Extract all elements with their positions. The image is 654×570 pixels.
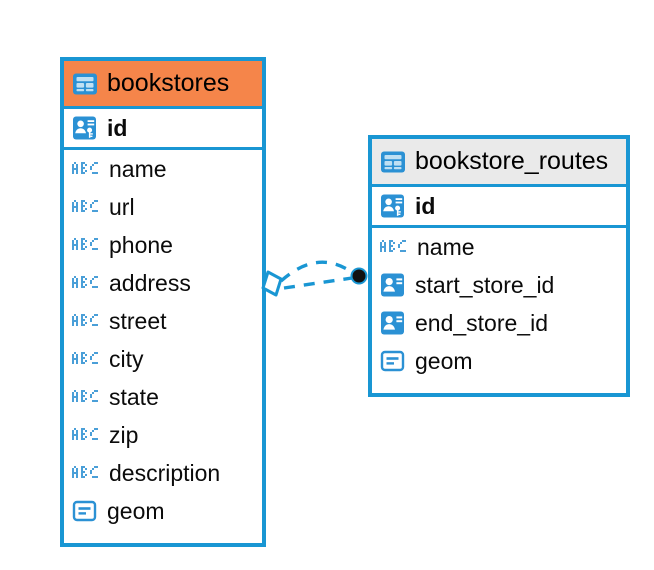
primary-key-group-bookstores: id — [64, 109, 262, 150]
geometry-type-icon — [72, 500, 97, 522]
field-row-start-store-id[interactable]: start_store_id — [372, 266, 626, 304]
field-row-street[interactable]: street — [64, 302, 262, 340]
field-label: street — [109, 307, 167, 334]
field-row-geom[interactable]: geom — [64, 492, 262, 530]
field-label: start_store_id — [415, 271, 555, 298]
field-label: description — [109, 459, 221, 486]
primary-key-icon — [73, 116, 96, 140]
field-label: address — [109, 269, 191, 296]
text-type-icon — [72, 238, 98, 250]
foreign-key-icon — [381, 273, 404, 297]
entity-title-bookstore-routes: bookstore_routes — [415, 147, 609, 175]
text-type-icon — [380, 240, 406, 252]
entity-header-bookstore-routes[interactable]: bookstore_routes — [372, 139, 626, 187]
entity-title-bookstores: bookstores — [107, 69, 230, 97]
field-row-end-store-id[interactable]: end_store_id — [372, 304, 626, 342]
filled-circle-marker — [352, 269, 366, 283]
foreign-key-icon — [381, 311, 404, 335]
field-label: state — [109, 383, 159, 410]
entity-header-bookstores[interactable]: bookstores — [64, 61, 262, 109]
field-row-description[interactable]: description — [64, 454, 262, 492]
field-list-bookstores: name url — [64, 150, 262, 530]
field-label: url — [109, 193, 135, 220]
field-row-name[interactable]: name — [64, 150, 262, 188]
field-row-name[interactable]: name — [372, 228, 626, 266]
field-row-state[interactable]: state — [64, 378, 262, 416]
field-row-id[interactable]: id — [372, 187, 626, 225]
field-label: name — [109, 155, 167, 182]
text-type-icon — [72, 390, 98, 402]
text-type-icon — [72, 276, 98, 288]
field-row-geom[interactable]: geom — [372, 342, 626, 380]
entity-bookstores[interactable]: bookstores id — [60, 57, 266, 547]
text-type-icon — [72, 200, 98, 212]
field-list-bookstore-routes: name start_store_id — [372, 228, 626, 380]
field-label: geom — [107, 497, 165, 524]
field-row-url[interactable]: url — [64, 188, 262, 226]
field-label: end_store_id — [415, 309, 548, 336]
field-label: phone — [109, 231, 173, 258]
primary-key-group-bookstore-routes: id — [372, 187, 626, 228]
field-label: geom — [415, 347, 473, 374]
field-row-zip[interactable]: zip — [64, 416, 262, 454]
text-type-icon — [72, 352, 98, 364]
filled-circle-marker-ring — [350, 267, 368, 285]
table-icon — [73, 73, 97, 94]
field-label: zip — [109, 421, 139, 448]
relationship-line-straight — [283, 276, 353, 290]
text-type-icon — [72, 466, 98, 478]
geometry-type-icon — [380, 350, 405, 372]
field-row-address[interactable]: address — [64, 264, 262, 302]
field-row-city[interactable]: city — [64, 340, 262, 378]
table-icon — [381, 151, 405, 172]
text-type-icon — [72, 428, 98, 440]
text-type-icon — [72, 162, 98, 174]
field-label: id — [415, 192, 436, 219]
text-type-icon — [72, 314, 98, 326]
entity-bookstore-routes[interactable]: bookstore_routes id — [368, 135, 630, 397]
field-label: city — [109, 345, 144, 372]
primary-key-icon — [381, 194, 404, 218]
field-label: name — [417, 233, 475, 260]
field-label: id — [107, 114, 128, 141]
field-row-phone[interactable]: phone — [64, 226, 262, 264]
relationship-line-arc — [279, 260, 354, 283]
field-row-id[interactable]: id — [64, 109, 262, 147]
